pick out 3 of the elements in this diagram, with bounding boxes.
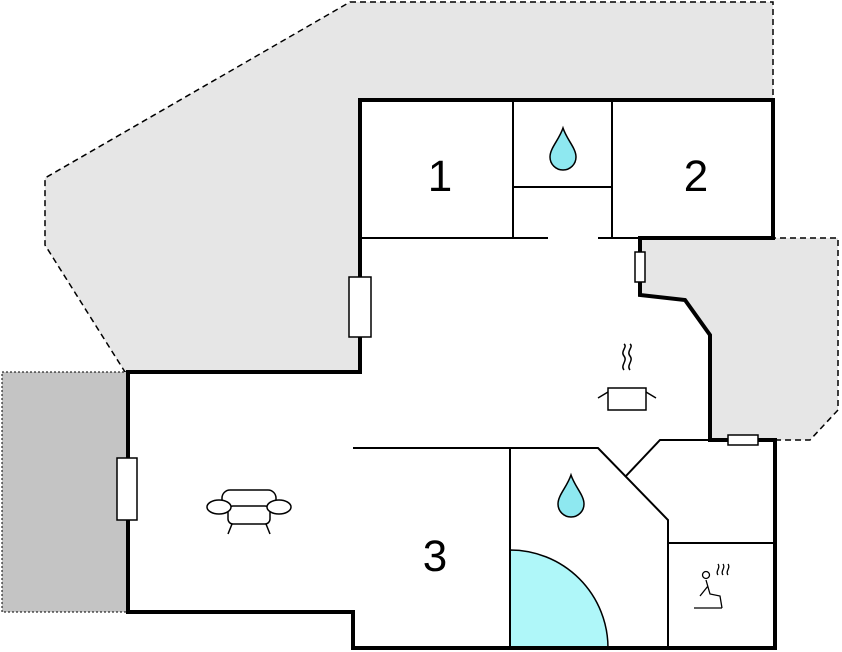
room-number: 2 (684, 155, 708, 199)
room-number: 1 (428, 155, 452, 199)
room-number: 3 (422, 535, 448, 579)
